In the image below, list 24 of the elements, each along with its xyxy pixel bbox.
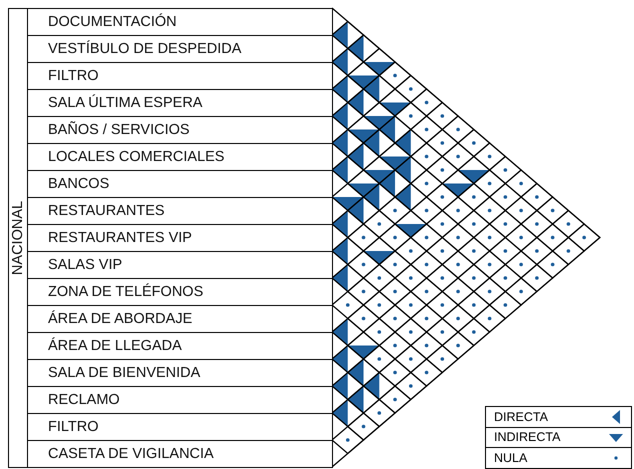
- space-row: [27, 8, 333, 36]
- space-name: FILTRO: [47, 419, 98, 435]
- legend-label: INDIRECTA: [494, 430, 560, 444]
- space-name: ZONA DE TELÉFONOS: [47, 284, 204, 300]
- group-band: [8, 8, 28, 468]
- space-name: SALAS VIP: [47, 257, 122, 273]
- space-name: RECLAMO: [47, 392, 120, 408]
- space-name: BAÑOS / SERVICIOS: [47, 122, 190, 138]
- space-name: SALA ÚLTIMA ESPERA: [47, 95, 202, 111]
- space-name: RESTAURANTES VIP: [47, 230, 192, 246]
- space-name: ÁREA DE ABORDAJE: [47, 311, 192, 327]
- space-name: ÁREA DE LLEGADA: [47, 338, 182, 354]
- space-name: LOCALES COMERCIALES: [47, 149, 224, 165]
- space-name: VESTÍBULO DE DESPEDIDA: [47, 41, 242, 57]
- space-row: [27, 440, 333, 468]
- space-name: DOCUMENTACIÓN: [47, 14, 177, 30]
- space-name: CASETA DE VIGILANCIA: [47, 446, 214, 462]
- space-name: RESTAURANTES: [47, 203, 165, 219]
- space-name: SALA DE BIENVENIDA: [47, 365, 200, 381]
- group-label: NACIONAL: [10, 200, 26, 276]
- legend-label: NULA: [494, 450, 528, 465]
- legend-label: DIRECTA: [494, 410, 548, 424]
- space-name: FILTRO: [47, 68, 98, 84]
- space-name: BANCOS: [47, 176, 110, 192]
